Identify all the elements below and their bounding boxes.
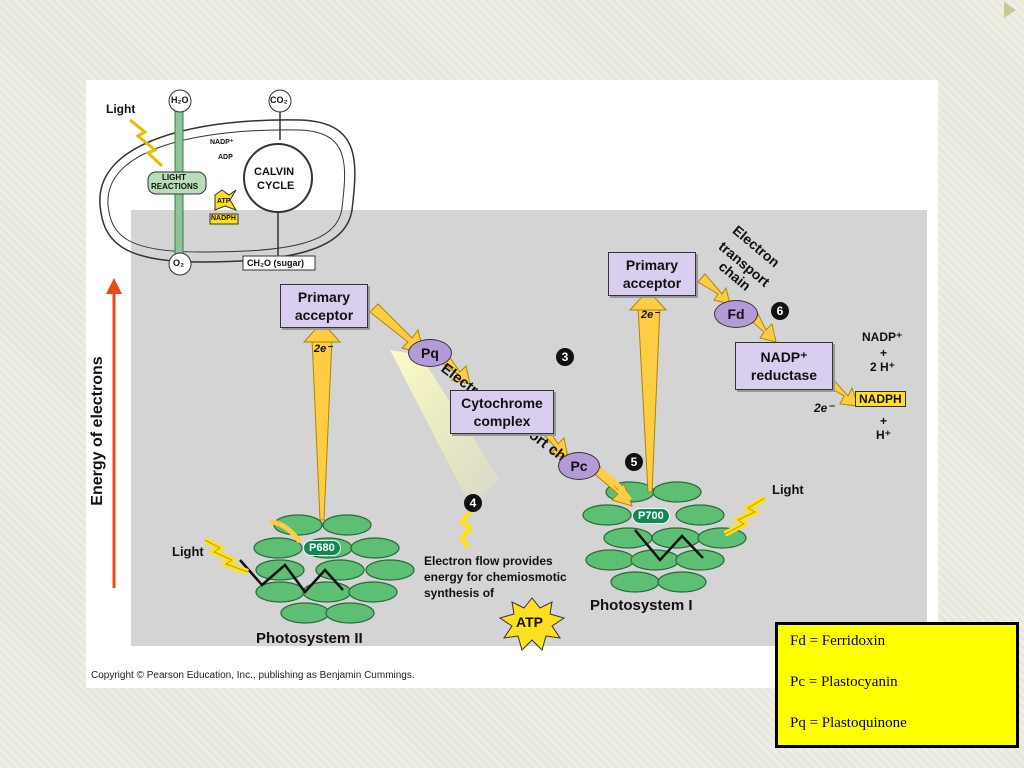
ps2-primary-acceptor-box: Primary acceptor bbox=[280, 284, 368, 328]
legend-pc: Pc = Plastocyanin bbox=[790, 674, 898, 690]
inset-o2-label: O₂ bbox=[173, 258, 184, 268]
plus-sign-2: + bbox=[880, 414, 888, 428]
chemiosmosis-text-2: energy for chemiosmotic bbox=[424, 570, 567, 584]
chloroplast-inset bbox=[99, 89, 356, 276]
nadp-input-label: NADP⁺ bbox=[862, 330, 903, 344]
p700-label: P700 bbox=[632, 508, 670, 524]
energy-axis-label: Energy of electrons bbox=[89, 356, 106, 506]
ps2-light-label: Light bbox=[172, 544, 204, 559]
chemiosmosis-text-1: Electron flow provides bbox=[424, 554, 553, 568]
ps1-primary-acceptor-text-1: Primary bbox=[625, 257, 679, 273]
inset-co2-label: CO₂ bbox=[270, 95, 288, 105]
nadph-product-label: NADPH bbox=[855, 391, 906, 407]
abbreviation-legend: Fd = Ferridoxin Pc = Plastocyanin Pq = P… bbox=[775, 622, 1019, 748]
etc2-two-electrons-label: 2e⁻ bbox=[814, 401, 834, 415]
ps1-primary-acceptor-text-2: acceptor bbox=[622, 275, 682, 291]
nadp-reductase-box: NADP⁺ reductase bbox=[735, 342, 833, 390]
inset-calvin-label-2: CYCLE bbox=[257, 180, 295, 192]
ps2-primary-acceptor-text-1: Primary bbox=[297, 289, 351, 305]
pc-oval: Pc bbox=[558, 452, 600, 480]
ps2-two-electrons-label: 2e⁻ bbox=[314, 343, 333, 355]
cytochrome-text-2: complex bbox=[473, 413, 531, 429]
inset-light-label: Light bbox=[106, 102, 136, 116]
photosystem-i-label: Photosystem I bbox=[590, 597, 693, 614]
legend-fd: Fd = Ferridoxin bbox=[790, 633, 886, 649]
inset-light-reactions-label-2: REACTIONS bbox=[151, 182, 199, 191]
fd-oval: Fd bbox=[714, 300, 758, 328]
cytochrome-complex-box: Cytochrome complex bbox=[450, 390, 554, 434]
chemiosmosis-text-3: synthesis of bbox=[424, 586, 495, 600]
slide-corner-arrow-icon bbox=[1004, 2, 1016, 18]
photosystem-ii-label: Photosystem II bbox=[256, 630, 363, 647]
step-3-marker: 3 bbox=[556, 348, 574, 366]
nadp-reductase-text-1: NADP⁺ bbox=[760, 349, 808, 365]
hydrogen-input-label: 2 H⁺ bbox=[870, 360, 896, 374]
step-4-marker: 4 bbox=[464, 494, 482, 512]
step-5-marker: 5 bbox=[625, 453, 643, 471]
inset-h2o-label: H₂O bbox=[171, 95, 189, 105]
ps2-primary-acceptor-text-2: acceptor bbox=[294, 307, 354, 323]
nadp-reductase-text-2: reductase bbox=[750, 367, 818, 383]
ps1-light-label: Light bbox=[772, 482, 804, 497]
legend-pq: Pq = Plastoquinone bbox=[790, 715, 907, 731]
inset-nadp-label: NADP⁺ bbox=[210, 139, 234, 146]
cytochrome-text-1: Cytochrome bbox=[461, 395, 543, 411]
inset-light-reactions-label-1: LIGHT bbox=[162, 173, 186, 182]
ps1-primary-acceptor-box: Primary acceptor bbox=[608, 252, 696, 296]
inset-adp-label: ADP bbox=[218, 154, 233, 161]
step-6-marker: 6 bbox=[771, 302, 789, 320]
p680-label: P680 bbox=[303, 540, 341, 556]
photosystem-i-discs bbox=[582, 481, 747, 593]
ps1-two-electrons-label: 2e⁻ bbox=[641, 309, 660, 321]
inset-nadph-label: NADPH bbox=[211, 215, 236, 222]
photosystem-ii-discs bbox=[253, 514, 415, 624]
plus-sign-1: + bbox=[880, 346, 888, 360]
inset-sugar-label: CH₂O (sugar) bbox=[247, 258, 305, 268]
pq-oval: Pq bbox=[408, 339, 452, 367]
hydrogen-output-label: H⁺ bbox=[876, 428, 891, 442]
copyright-text: Copyright © Pearson Education, Inc., pub… bbox=[91, 670, 415, 681]
inset-atp-label: ATP bbox=[217, 198, 231, 205]
atp-label: ATP bbox=[516, 614, 543, 630]
inset-calvin-label-1: CALVIN bbox=[254, 166, 295, 178]
